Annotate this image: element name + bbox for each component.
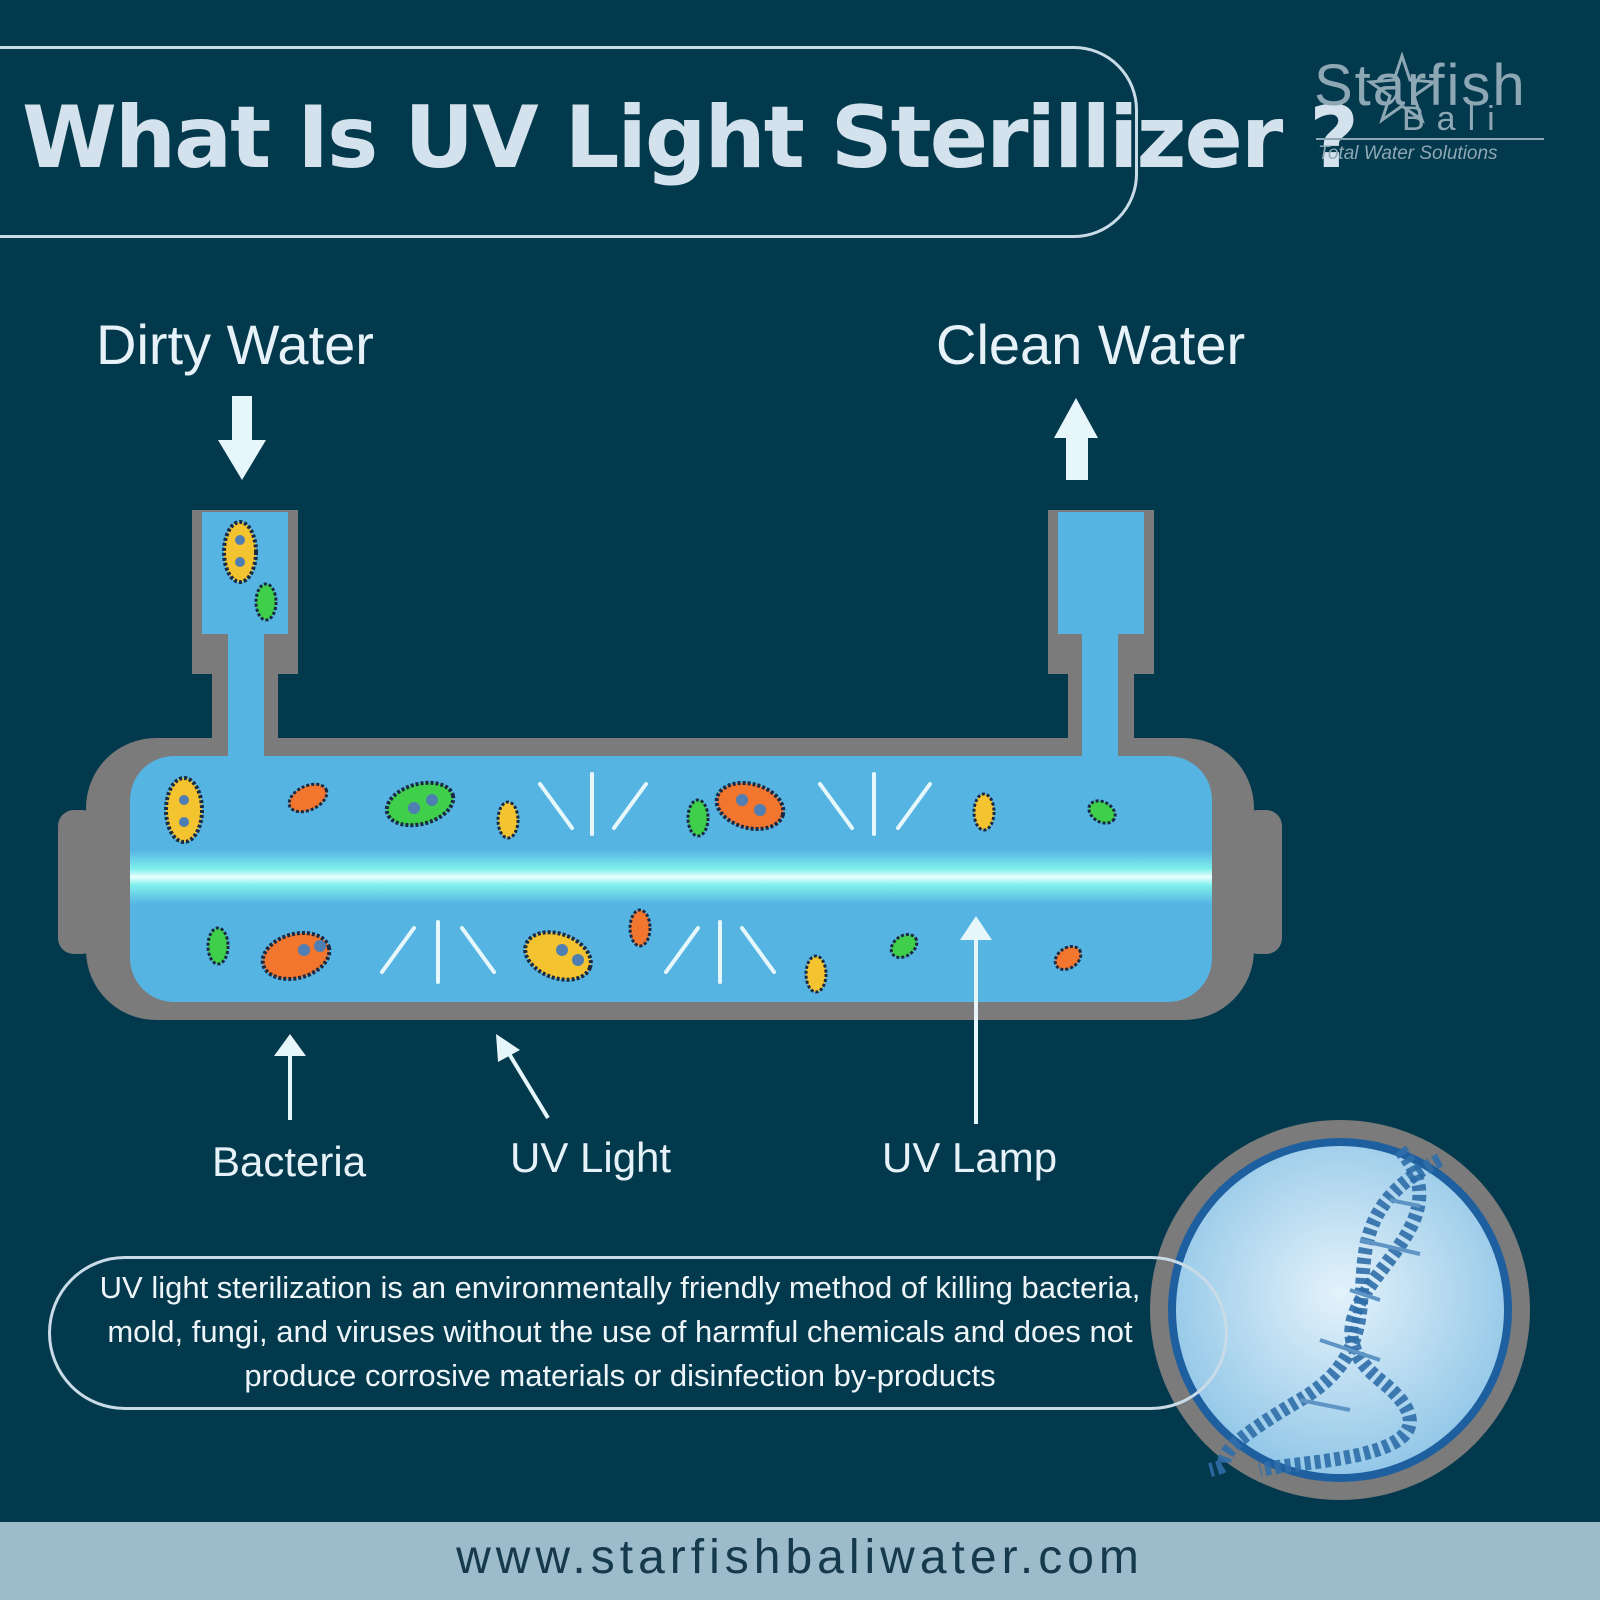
label-bacteria: Bacteria [212, 1138, 367, 1185]
bacteria-icon [222, 520, 258, 584]
label-uv-lamp: UV Lamp [882, 1134, 1058, 1181]
callout-arrows [274, 916, 992, 1124]
starfish-icon [1365, 51, 1439, 124]
logo-sub: Bali [1402, 100, 1507, 138]
bacteria-icon [496, 800, 520, 840]
bacteria-icon [287, 782, 329, 814]
footer-url: www.starfishbaliwater.com [456, 1531, 1144, 1584]
dna-helix-image [1150, 1120, 1530, 1500]
bacteria-group [164, 520, 1117, 994]
label-dirty-water: Dirty Water [96, 313, 374, 376]
footer-bar [0, 1522, 1600, 1600]
bacteria-icon [1053, 945, 1083, 971]
title-frame [0, 46, 1138, 238]
uv-lamp [130, 850, 1212, 904]
bacteria-icon [628, 908, 652, 948]
bacteria-icon [972, 792, 996, 832]
logo-divider [1316, 138, 1544, 140]
brand-logo: Starfish Bali Total Water Solutions [1310, 46, 1550, 171]
bacteria-icon [260, 930, 332, 982]
bacteria-icon [889, 933, 919, 959]
description-text: UV light sterilization is an environment… [99, 1270, 1141, 1393]
logo-word: Starfish [1314, 53, 1527, 118]
bacteria-icon [384, 780, 456, 828]
logo-tagline: Total Water Solutions [1318, 143, 1498, 164]
label-uv-light: UV Light [510, 1134, 672, 1181]
label-clean-water: Clean Water [936, 313, 1246, 376]
bacteria-icon [164, 776, 204, 844]
uv-light-rays [380, 772, 932, 984]
bacteria-icon [804, 954, 828, 994]
outlet-arrow-icon [1054, 398, 1098, 480]
bacteria-icon [254, 582, 278, 622]
bacteria-icon [686, 798, 710, 838]
page-title: What Is UV Light Sterillizer ? [22, 88, 1359, 188]
bacteria-icon [1087, 799, 1117, 825]
bacteria-icon [523, 930, 593, 982]
description-frame [48, 1256, 1228, 1410]
bacteria-icon [206, 926, 230, 966]
inlet-arrow-icon [218, 396, 266, 480]
bacteria-icon [714, 780, 786, 832]
